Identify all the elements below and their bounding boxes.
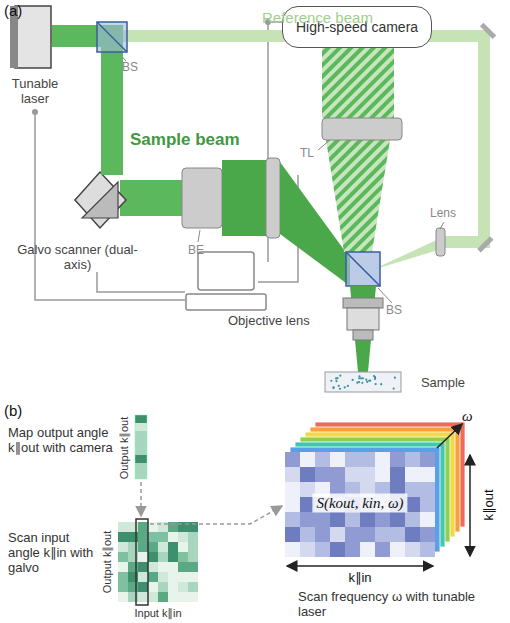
matrix-label: S(kout, kin, ω) — [312, 494, 407, 513]
component-label: Galvo scanner (dual-axis) — [10, 242, 145, 272]
beam-label: Sample beam — [130, 130, 240, 149]
axis-label: k∥in — [348, 570, 371, 585]
axis-label: Output k∥out — [101, 531, 114, 593]
step-text: Scan frequency ω with tunable laser — [298, 589, 498, 619]
component-label: Sample — [421, 375, 465, 390]
axis-label: ω — [462, 408, 473, 425]
panel-label: (b) — [4, 402, 22, 419]
component-node: Galvo scanner (dual-axis) — [10, 165, 145, 272]
part-label: Lens — [430, 206, 456, 220]
sample-beam-path — [52, 36, 112, 175]
step-text: Scan input angle k∥in with galvo — [8, 530, 98, 575]
axis-label: k∥out — [481, 489, 496, 520]
part-label: BE — [188, 243, 204, 257]
panel-label: (a) — [4, 2, 22, 19]
step-text: Map output angle k∥out with camera — [8, 425, 113, 455]
component-label: Tunable laser — [4, 76, 66, 106]
component-label: Objective lens — [228, 313, 310, 328]
component-node: Tunable laser — [4, 6, 66, 106]
part-label: TL — [300, 146, 314, 160]
part-label: BS — [386, 303, 402, 317]
component-node: Objective lens — [228, 298, 384, 342]
part-label: BS — [122, 60, 138, 74]
axis-label: Output k∥out — [118, 417, 131, 479]
axis-label: Input k∥in — [134, 607, 181, 620]
beam-label: Reference beam — [262, 9, 373, 26]
component-node: Sample — [325, 368, 465, 396]
